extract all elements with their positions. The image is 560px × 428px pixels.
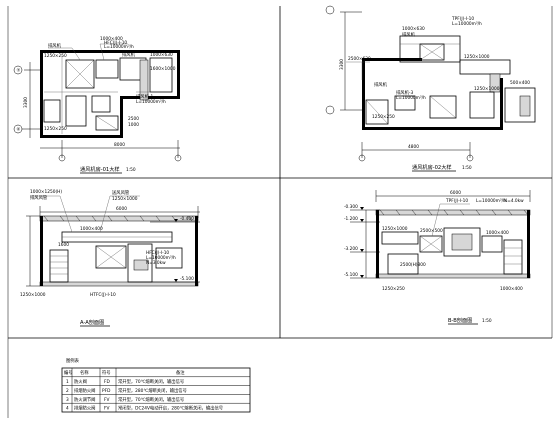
plan-02-label-6: 排风机	[374, 81, 388, 88]
section-bb-label-12: 1000×400	[500, 286, 523, 292]
legend-row-2-no: 2	[66, 388, 69, 394]
legend-header-2: 符号	[102, 369, 111, 376]
plan-02-label-8: 排风机-3	[396, 89, 413, 96]
section-bb-label-1: -1.200	[344, 216, 358, 222]
plan-01-label-6: 1000×630	[150, 52, 173, 58]
plan-02-axis-v: 3300	[339, 59, 345, 70]
plan-02-label-11: 1250×250	[372, 114, 395, 120]
section-aa: 6000	[26, 195, 200, 287]
section-aa-label-10: -5.100	[180, 276, 194, 282]
section-aa-axis-h: 6000	[116, 206, 127, 212]
plan-01-label-7: 1600×1000	[150, 66, 176, 72]
plan-01-axis-h: 8000	[114, 142, 125, 148]
plan-01-labels: 排风机 1250×250 1000×400 HFC(J)-I-10 L=1000…	[44, 36, 176, 174]
plan-01-label-12: 1000	[128, 122, 139, 128]
section-bb-label-11: 1250×250	[382, 286, 405, 292]
section-bb-scale: 1:50	[482, 318, 492, 324]
plan-01-label-3: HFC(J)-I-10	[104, 40, 127, 46]
section-bb-axis-h: 6000	[450, 190, 461, 196]
section-bb-title: B-B剖面图	[448, 316, 472, 324]
section-bb-label-7: TPF(J)-I-10	[445, 198, 468, 204]
section-bb-label-0: -0.300	[344, 204, 358, 210]
plan-01-scale: 1:50	[126, 167, 136, 173]
section-aa-label-7: L=10000m³/h	[146, 255, 176, 261]
legend-row-1-note: 常开型，70℃熔断关闭，输出信号	[118, 378, 184, 385]
section-aa-label-4: 1000×400	[80, 226, 103, 232]
section-aa-label-0: 1000×1250(H)	[30, 189, 62, 195]
plan-02-axis-h: 4800	[408, 144, 419, 150]
legend-row-2-name: 排烟防火阀	[74, 387, 95, 394]
plan-02-label-10: 500×400	[510, 80, 530, 86]
plan-01-label-2: 1000×400	[100, 36, 123, 42]
plan-01-label-0: 排风机	[48, 42, 62, 49]
plan-01-label-1: 1250×250	[44, 53, 67, 59]
legend-table-title: 图例表	[66, 357, 80, 364]
plan-02-label-9: L=10000m³/h	[396, 95, 426, 101]
plan-01-title: 通风机房-01大样	[80, 165, 120, 173]
section-aa-title: A-A剖面图	[80, 318, 104, 326]
section-bb-labels: -0.300 -1.200 -3.200 -5.100 1250×1000 25…	[344, 198, 524, 325]
section-aa-label-6: HFC(J)-I-10	[146, 250, 169, 256]
section-aa-label-5: 1600	[58, 242, 69, 248]
plan-01-label-11: 2500	[128, 116, 139, 122]
section-aa-label-12: HTFC(J)-I-10	[90, 292, 116, 298]
legend-header-1: 名称	[80, 369, 89, 376]
legend-row-3-note: 常开型，70℃熔断关闭，输出信号	[118, 396, 184, 403]
legend-header-0: 编号	[64, 369, 73, 376]
plan-01-axis-v: 3300	[23, 97, 29, 108]
legend-row-4-no: 4	[66, 406, 69, 412]
legend-header-3: 备注	[176, 369, 185, 376]
legend-row-3-symbol: FV	[104, 397, 109, 403]
section-bb-label-5: 2500×500	[420, 228, 443, 234]
section-aa-labels: 1000×1250(H) 排风风管 送风风管 1250×1000 1000×40…	[20, 189, 194, 327]
legend-row-4-note: 常闭型，DC24V电动开启，280℃熔断关闭，输出信号	[118, 405, 223, 412]
section-aa-label-3: 1250×1000	[112, 196, 138, 202]
legend-row-2-note: 常开型，280℃熔断关闭，输出信号	[118, 387, 187, 394]
plan-02-label-4: 2500×630	[348, 56, 371, 62]
plan-02-label-1: 排风机	[402, 31, 416, 38]
section-aa-label-9: -0.400	[180, 216, 194, 222]
plan-01-grid-b: ②	[17, 127, 21, 133]
legend-row-4-symbol: FV	[104, 406, 109, 412]
sheet-frames	[7, 6, 553, 418]
plan-01-label-10: 1250×250	[44, 126, 67, 132]
plan-02-scale: 1:50	[462, 165, 472, 171]
section-aa-label-2: 送风风管	[112, 189, 130, 196]
plan-01-label-8: 排风机-1	[136, 93, 153, 100]
section-bb-label-9: N=4.0kw	[504, 198, 524, 204]
legend-row-3-name: 防火调节阀	[74, 396, 95, 403]
legend-row-1-no: 1	[66, 379, 69, 385]
legend-table: 图例表 编号 名称 符号 备注 1 防火阀 FD 常开型，70℃熔断关闭，输出信…	[61, 357, 251, 413]
legend-row-4-name: 排烟防火阀	[74, 405, 95, 412]
plan-02-label-2: TPF(J)-I-10	[451, 16, 474, 22]
plan-02-label-3: L=10000m³/h	[452, 21, 482, 27]
legend-row-2-symbol: PFD	[102, 388, 111, 394]
section-bb-label-3: -5.100	[344, 272, 358, 278]
section-aa-label-1: 排风风管	[30, 194, 48, 201]
plan-01-label-9: L=10000m³/h	[136, 99, 166, 105]
section-bb-label-6: 1000×400	[486, 230, 509, 236]
section-aa-label-8: N=3.0kw	[146, 260, 166, 266]
legend-row-1-name: 防火阀	[74, 378, 87, 385]
plan-01-grid-a: ⑦	[17, 68, 21, 74]
plan-01: ⑦ ② 3300 8000	[13, 43, 182, 162]
section-bb: 6000	[350, 190, 531, 279]
plan-02-label-5: 1250×1000	[464, 54, 490, 60]
plan-02: 3300 4800	[325, 5, 536, 162]
plan-01-label-5: 排风机	[122, 51, 136, 58]
legend-row-3-no: 3	[66, 397, 69, 403]
plan-02-label-7: 1250×1000	[474, 86, 500, 92]
plan-02-title: 通风机房-02大样	[412, 163, 452, 171]
plan-02-label-0: 1000×630	[402, 26, 425, 32]
section-bb-label-4: 1250×1000	[382, 226, 408, 232]
section-bb-label-2: -3.200	[344, 246, 358, 252]
section-aa-label-11: 1250×1000	[20, 292, 46, 298]
section-bb-label-10: 2500(H)800	[400, 262, 426, 268]
section-bb-label-8: L=10000m³/h	[476, 198, 506, 204]
plan-02-labels: 1000×630 排风机 TPF(J)-I-10 L=10000m³/h 250…	[348, 16, 530, 172]
plan-01-label-4: L=10000m³/h	[104, 44, 134, 50]
legend-row-1-symbol: FD	[104, 379, 110, 385]
